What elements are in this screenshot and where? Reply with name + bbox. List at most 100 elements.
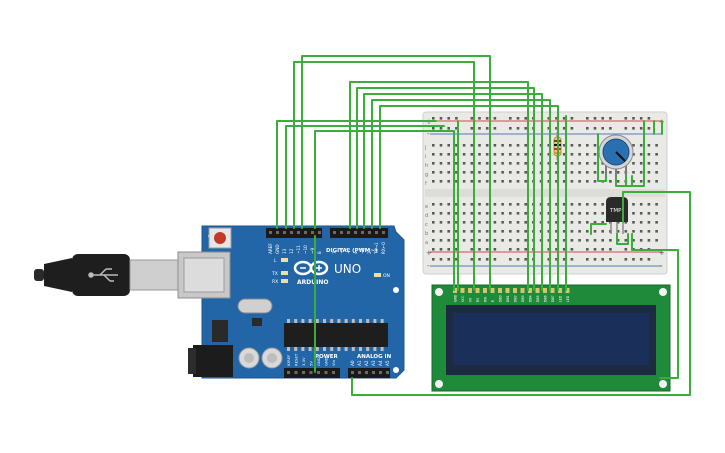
power-pin-label: IOREF — [286, 355, 291, 366]
voltage-regulator — [212, 320, 228, 342]
potentiometer[interactable] — [598, 134, 634, 178]
lcd-pin-label: V0 — [469, 298, 473, 302]
rail-plus-label: + — [426, 249, 432, 257]
lcd-pin[interactable] — [535, 288, 540, 293]
reset-button[interactable] — [208, 227, 232, 249]
lcd-pin[interactable] — [453, 288, 457, 293]
digital-pin-label: 7 — [332, 251, 337, 254]
digital-pin-label: 12 — [289, 248, 294, 254]
lcd-pin-label: DB3 — [521, 295, 525, 302]
lcd-pin[interactable] — [558, 288, 562, 293]
pot-knob-indicator-icon — [615, 151, 626, 162]
digital-header-right[interactable] — [330, 228, 388, 238]
svg-text:RX: RX — [272, 279, 278, 285]
wire — [285, 125, 445, 229]
capacitor — [261, 347, 283, 369]
lcd-pin[interactable] — [475, 288, 480, 293]
lcd-pin[interactable] — [505, 288, 510, 293]
digital-label: DIGITAL (PWM~) — [326, 248, 378, 254]
led-tx: TX — [271, 271, 288, 277]
lcd-pin[interactable] — [550, 288, 555, 293]
analog-pin-label: A1 — [357, 360, 362, 366]
wire — [276, 120, 437, 229]
wire — [615, 175, 633, 187]
digital-pin-label: ~5 — [346, 247, 351, 254]
lcd-pin-label: DB7 — [551, 295, 555, 302]
row-letter: b — [425, 231, 428, 237]
wire — [631, 233, 679, 379]
lcd-pin[interactable] — [498, 288, 502, 293]
row-letter: a — [425, 240, 428, 246]
analog-header[interactable] — [348, 368, 390, 378]
lcd-pin-label: E — [491, 300, 495, 302]
row-letter: g — [425, 172, 428, 178]
power-jack — [188, 345, 233, 377]
wire — [351, 191, 691, 396]
power-pin-label: GND — [316, 357, 321, 366]
led-l: L — [274, 258, 288, 264]
arduino-infinity-logo-icon — [293, 260, 329, 276]
lcd-pin[interactable] — [565, 288, 570, 293]
wire — [314, 130, 455, 291]
digital-header-left[interactable] — [266, 228, 322, 238]
breadboard-channel — [425, 189, 665, 197]
lcd-pin-label: RW — [484, 296, 488, 302]
rail-minus-label: - — [660, 262, 663, 270]
digital-pin-label: ~3 — [360, 247, 365, 254]
lcd-pin[interactable] — [483, 288, 487, 293]
digital-pin-label: 2 — [367, 251, 372, 254]
lcd-pin-label: VCC — [461, 295, 465, 302]
lcd-pin-label: DB0 — [499, 295, 503, 302]
digital-pin-label: ~11 — [296, 245, 301, 254]
row-letter: d — [425, 213, 428, 219]
digital-pin-label: GND — [275, 244, 280, 254]
wire — [363, 93, 543, 291]
row-letter: c — [425, 222, 428, 228]
lcd-pin-label: LED — [559, 295, 563, 302]
lcd-pin-label: GND — [454, 294, 458, 302]
power-pin-label: Vin — [331, 359, 336, 366]
svg-text:L: L — [274, 258, 277, 264]
lcd-pin-label: DB2 — [514, 295, 518, 302]
row-letter: e — [425, 204, 428, 210]
wire — [616, 233, 629, 245]
capacitor — [238, 347, 260, 369]
atmega-chip — [284, 319, 388, 351]
brand-label: ARDUINO — [297, 279, 328, 286]
analog-pin-label: A4 — [378, 360, 383, 366]
lcd-pin[interactable] — [460, 288, 465, 293]
digital-pin-label: ~9 — [310, 247, 315, 254]
lcd-pin-label: RS — [476, 298, 480, 302]
row-letter: i — [425, 154, 426, 160]
lcd-pin-label: DB1 — [506, 295, 510, 302]
lcd-pin[interactable] — [513, 288, 517, 293]
wire — [371, 99, 551, 291]
usb-logo-icon — [88, 268, 118, 282]
lcd-pin[interactable] — [543, 288, 547, 293]
rail-plus-label: + — [659, 249, 665, 257]
lcd-pin[interactable] — [528, 288, 532, 293]
lcd-pin[interactable] — [490, 288, 495, 293]
digital-pin-label: 4 — [353, 251, 358, 254]
lcd-pin[interactable] — [468, 288, 472, 293]
wire — [597, 133, 607, 182]
wire — [625, 120, 645, 187]
power-pin-label: 3.3V — [301, 357, 306, 366]
digital-pin-label: 13 — [282, 248, 287, 254]
wire — [590, 223, 607, 235]
row-letter: f — [425, 181, 427, 187]
rail-minus-label: - — [427, 130, 430, 138]
wires — [276, 55, 691, 396]
row-letter: h — [425, 163, 428, 169]
lcd-pin[interactable] — [520, 288, 525, 293]
analog-pin-label: A3 — [371, 360, 376, 366]
led-rx: RX — [272, 279, 288, 285]
analog-pin-label: A2 — [364, 360, 369, 366]
